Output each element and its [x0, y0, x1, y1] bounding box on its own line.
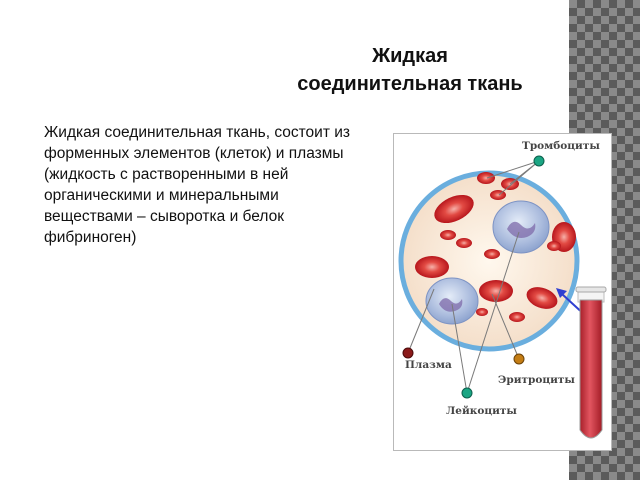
erythrocyte-cell [509, 312, 525, 322]
erythrocyte-cell [477, 172, 495, 184]
slide-body-text: Жидкая соединительная ткань, состоит из … [44, 124, 350, 246]
slide-title-line-2: соединительная ткань [297, 73, 523, 95]
plasma-marker-dot [402, 347, 414, 359]
erythrocyte-cell [547, 241, 561, 251]
erythrocyte-cell [479, 280, 513, 302]
pointer-lines [407, 160, 540, 394]
erythrocyte-cell [434, 194, 474, 224]
erythrocyte-cell [484, 249, 500, 259]
erythrocyte-cell [415, 256, 449, 278]
platelets-marker-dot [533, 155, 545, 167]
slide-title-line-1: Жидкая [372, 45, 448, 67]
leukocytes-marker-dot [461, 387, 473, 399]
slide-title: Жидкая соединительная ткань [255, 42, 565, 98]
erythrocyte-cell [440, 230, 456, 240]
leukocyte-cell [425, 277, 479, 325]
erythrocyte-cell [476, 308, 488, 316]
erythrocyte-cell [456, 238, 472, 248]
blood-diagram-svg: Тромбоциты Плазма Эритроциты Лейкоциты [398, 140, 607, 439]
label-leukocytes: Лейкоциты [446, 405, 517, 417]
label-platelets: Тромбоциты [522, 140, 600, 152]
label-erythrocytes: Эритроциты [498, 374, 575, 386]
erythrocytes-marker-dot [513, 353, 525, 365]
erythrocyte-cell [526, 287, 558, 309]
label-plasma: Плазма [405, 359, 452, 371]
blood-diagram: Тромбоциты Плазма Эритроциты Лейкоциты [393, 133, 612, 451]
test-tube [575, 286, 607, 439]
leukocyte-cell [492, 200, 550, 254]
